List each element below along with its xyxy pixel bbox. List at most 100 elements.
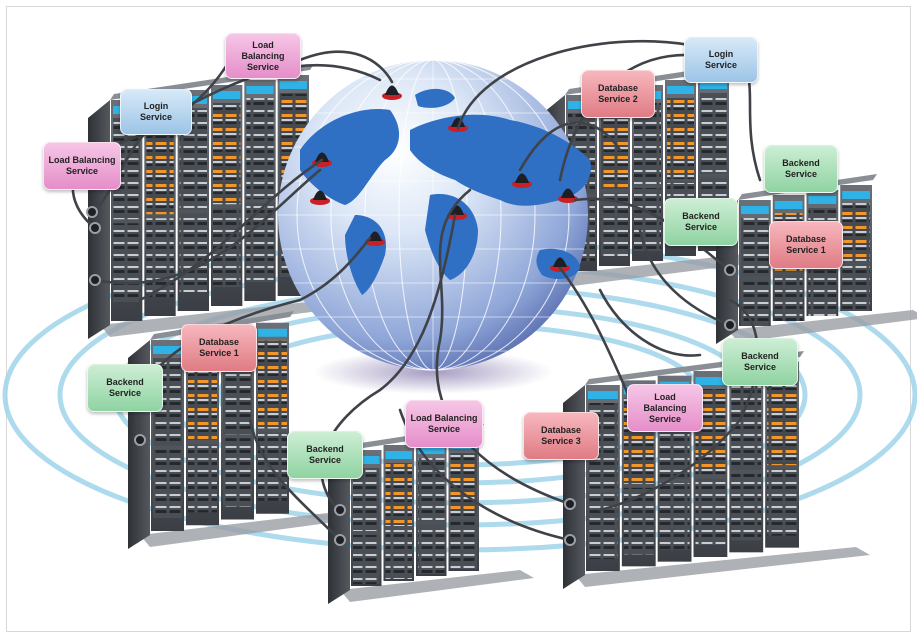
- marker-cap: [553, 257, 567, 267]
- network-cable: [248, 418, 342, 542]
- backend-service-label: Backend Service: [87, 364, 163, 412]
- location-marker: [382, 85, 402, 100]
- greenland: [415, 88, 455, 108]
- rack-unit-bays: [767, 379, 797, 466]
- rack-unit-strip: [588, 391, 618, 399]
- globe-shadow: [313, 350, 553, 394]
- marker-cap: [515, 173, 529, 183]
- server-rack: [328, 424, 534, 604]
- rack-unit-strip: [353, 456, 380, 464]
- network-cable: [298, 50, 394, 84]
- rack-unit-bays: [808, 270, 837, 316]
- location-marker: [512, 173, 532, 188]
- marker-cap: [368, 231, 382, 241]
- location-marker: [310, 190, 330, 205]
- rack-unit-strip: [774, 201, 803, 209]
- cable-port: [134, 434, 146, 446]
- network-cable: [435, 188, 572, 506]
- database-service-1-label: Database Service 1: [181, 324, 257, 372]
- network-cable: [138, 158, 324, 302]
- network-cable: [456, 39, 692, 130]
- cable-ports: [86, 206, 736, 546]
- rack-unit-bays: [731, 473, 762, 541]
- rack-unit-strip: [808, 196, 837, 204]
- backend-service-label: Backend Service: [764, 145, 838, 193]
- database-service-1-label: Database Service 1: [769, 221, 843, 269]
- rack-unit-bays: [418, 525, 445, 574]
- marker-cap: [313, 190, 327, 200]
- login-service-label: Login Service: [120, 89, 192, 135]
- rack-unit-strip: [179, 96, 207, 104]
- rack-unit-bays: [588, 492, 618, 559]
- rack-unit-bays: [774, 275, 803, 321]
- rack-unit-bays: [601, 108, 628, 189]
- rack-side: [88, 100, 110, 339]
- cable-port: [89, 222, 101, 234]
- backend-service-label: Backend Service: [664, 198, 738, 246]
- rack-unit-bays: [153, 449, 182, 518]
- rack-unit-bays: [258, 432, 287, 501]
- rack-unit-bays: [113, 223, 141, 302]
- rack-unit-bays: [842, 203, 870, 262]
- rack-unit-bays: [667, 98, 694, 179]
- cable-port: [86, 206, 98, 218]
- rack-unit-bays: [741, 280, 769, 326]
- load-balancing-service-label: Load Balancing Service: [627, 384, 703, 432]
- rack-unit-strip: [741, 206, 769, 214]
- rack-unit-strip: [667, 86, 694, 94]
- network-cable: [598, 298, 759, 512]
- rack-unit-bays: [258, 340, 287, 429]
- rack-unit-bays: [418, 458, 445, 521]
- rack-unit-strip: [418, 446, 445, 454]
- rack-unit-bays: [659, 483, 690, 550]
- rack-unit-bays: [695, 478, 726, 545]
- rack-unit-bays: [741, 218, 769, 277]
- rack-unit-bays: [700, 93, 727, 174]
- rack-unit-bays: [146, 218, 174, 297]
- rack-unit-bays: [842, 265, 870, 311]
- rack-unit-bays: [385, 530, 412, 579]
- rack-unit-bays: [450, 520, 477, 569]
- rack-unit-strip: [695, 377, 726, 385]
- marker-cap: [315, 152, 329, 162]
- location-marker: [558, 188, 578, 203]
- server-rack: [563, 351, 870, 589]
- rack-unit-strip: [385, 451, 412, 459]
- database-service-2-label: Database Service 2: [581, 70, 655, 118]
- rack-unit-bays: [385, 463, 412, 526]
- rack-unit-bays: [353, 535, 380, 584]
- network-cable: [518, 121, 622, 172]
- rack-unit-bays: [188, 444, 217, 513]
- rack-floor: [728, 310, 917, 342]
- rack-side: [328, 450, 350, 604]
- rack-unit-bays: [634, 188, 661, 251]
- rack-unit-bays: [767, 469, 797, 536]
- rack-floor: [575, 547, 870, 587]
- rack-unit-strip: [279, 81, 307, 89]
- network-cable: [638, 228, 732, 327]
- location-marker: [312, 152, 332, 167]
- network-cable: [93, 168, 322, 285]
- rack-unit-bays: [450, 453, 477, 516]
- rack-floor: [140, 512, 350, 547]
- rack-unit-bays: [213, 103, 241, 205]
- rack-unit-strip: [842, 191, 870, 199]
- login-service-label: Login Service: [684, 37, 758, 83]
- cable-port: [724, 319, 736, 331]
- rack-unit-strip: [153, 346, 182, 354]
- rack-floor: [340, 570, 534, 602]
- marker-cap: [385, 85, 399, 95]
- rack-unit-bays: [731, 384, 762, 470]
- marker-cap: [561, 188, 575, 198]
- cable-port: [724, 264, 736, 276]
- load-balancing-service-label: Load Balancing Service: [405, 400, 483, 448]
- cable-port: [334, 504, 346, 516]
- rack-unit-strip: [213, 91, 241, 99]
- cable-port: [89, 274, 101, 286]
- cable-port: [564, 534, 576, 546]
- location-marker: [550, 257, 570, 272]
- database-service-3-label: Database Service 3: [523, 412, 599, 460]
- rack-unit-bays: [246, 98, 274, 200]
- rack-unit-bays: [179, 213, 207, 292]
- rack-unit-strip: [700, 81, 727, 89]
